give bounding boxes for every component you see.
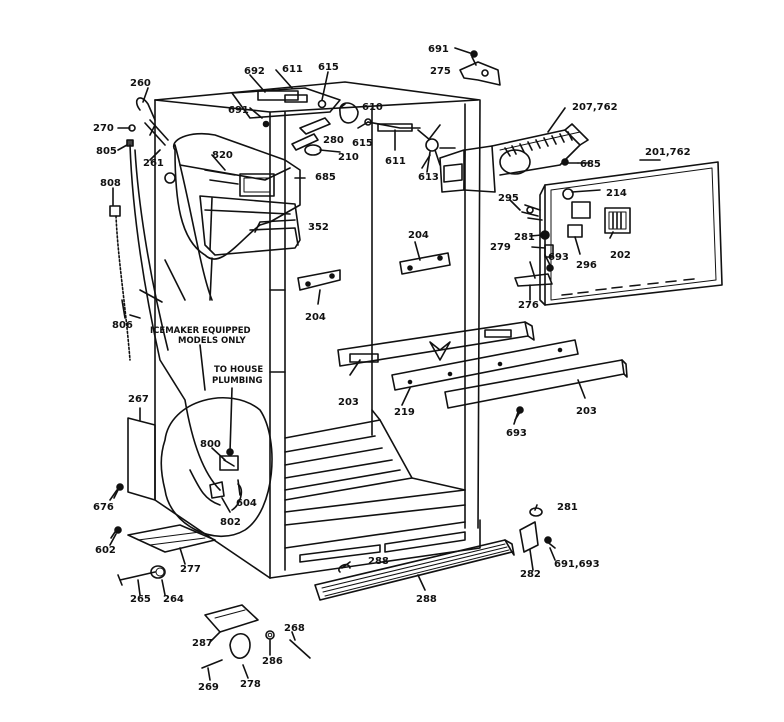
part-label: 260 <box>130 78 151 89</box>
part-label: 611 <box>282 64 303 75</box>
part-label: 693 <box>548 252 569 263</box>
part-label: 691,693 <box>554 559 600 570</box>
part-label: 282 <box>520 569 541 580</box>
part-label: 820 <box>212 150 233 161</box>
part-label: 602 <box>95 545 116 556</box>
part-label: 203 <box>338 397 359 408</box>
part-label: 281 <box>514 232 535 243</box>
part-label: 204 <box>305 312 326 323</box>
part-label: 692 <box>244 66 265 77</box>
bracket-204-left <box>297 269 341 291</box>
part-label: 202 <box>610 250 631 261</box>
evaporator-fan-assembly <box>417 123 589 193</box>
part-label: 270 <box>93 123 114 134</box>
part-label: 288 <box>368 556 389 567</box>
rail-203-lower <box>444 359 628 421</box>
notes: ICEMAKER EQUIPPED MODELS ONLY TO HOUSE P… <box>150 326 263 386</box>
bracket-204-right <box>399 252 451 275</box>
grille-288 <box>314 539 515 601</box>
icemaker-assembly <box>164 132 301 260</box>
part-label: 288 <box>416 594 437 605</box>
part-label: 800 <box>200 439 221 450</box>
part-label: 613 <box>418 172 439 183</box>
bottom-bracket-277 <box>127 524 216 553</box>
part-label: 295 <box>498 193 519 204</box>
part-label: 805 <box>96 146 117 157</box>
water-supply-line <box>109 97 221 491</box>
part-label: 201,762 <box>645 147 691 158</box>
icemaker-note-line-1: ICEMAKER EQUIPPED <box>150 326 251 336</box>
part-label: 203 <box>576 406 597 417</box>
part-label: 808 <box>100 178 121 189</box>
part-label: 275 <box>430 66 451 77</box>
part-label: 214 <box>606 188 627 199</box>
part-label: 261 <box>143 158 164 169</box>
part-label: 676 <box>93 502 114 513</box>
part-label: 806 <box>112 320 133 331</box>
part-label: 287 <box>192 638 213 649</box>
leveling-parts <box>110 483 166 586</box>
part-label: 604 <box>236 498 257 509</box>
part-labels: 691 275 692 611 615 260 207,762 691 280 … <box>93 44 691 693</box>
part-label: 267 <box>128 394 149 405</box>
side-panel-267 <box>127 417 156 501</box>
part-label: 279 <box>490 242 511 253</box>
part-label: 691 <box>428 44 449 55</box>
part-label: 685 <box>580 159 601 170</box>
part-label: 281 <box>557 502 578 513</box>
icemaker-note-line-2: MODELS ONLY <box>178 336 246 346</box>
part-label: 204 <box>408 230 429 241</box>
part-label: 611 <box>385 156 406 167</box>
part-label: 610 <box>362 102 383 113</box>
cabinet-interior-floor <box>284 409 466 563</box>
part-label: 264 <box>163 594 184 605</box>
part-label: 210 <box>338 152 359 163</box>
part-label: 276 <box>518 300 539 311</box>
part-label: 615 <box>352 138 373 149</box>
part-label: 207,762 <box>572 102 618 113</box>
part-label: 268 <box>284 623 305 634</box>
part-label: 286 <box>262 656 283 667</box>
roller-282 <box>519 507 556 553</box>
rail-203-upper <box>337 321 535 367</box>
part-label: 265 <box>130 594 151 605</box>
rail-219 <box>391 339 579 391</box>
part-label: 802 <box>220 517 241 528</box>
part-label: 296 <box>576 260 597 271</box>
part-label: 352 <box>308 222 329 233</box>
top-hinge-area <box>231 50 501 156</box>
part-label: 219 <box>394 407 415 418</box>
part-label: 278 <box>240 679 261 690</box>
part-label: 693 <box>506 428 527 439</box>
plumbing-note-line-1: TO HOUSE <box>214 365 263 375</box>
part-label: 280 <box>323 135 344 146</box>
part-label: 691 <box>228 105 249 116</box>
plumbing-inset <box>160 387 273 537</box>
part-label: 277 <box>180 564 201 575</box>
control-panel <box>514 161 723 306</box>
bracket-287 <box>201 604 311 669</box>
part-label: 615 <box>318 62 339 73</box>
plumbing-note-line-2: PLUMBING <box>212 376 262 386</box>
part-label: 269 <box>198 682 219 693</box>
part-label: 685 <box>315 172 336 183</box>
leader-lines <box>109 47 661 681</box>
